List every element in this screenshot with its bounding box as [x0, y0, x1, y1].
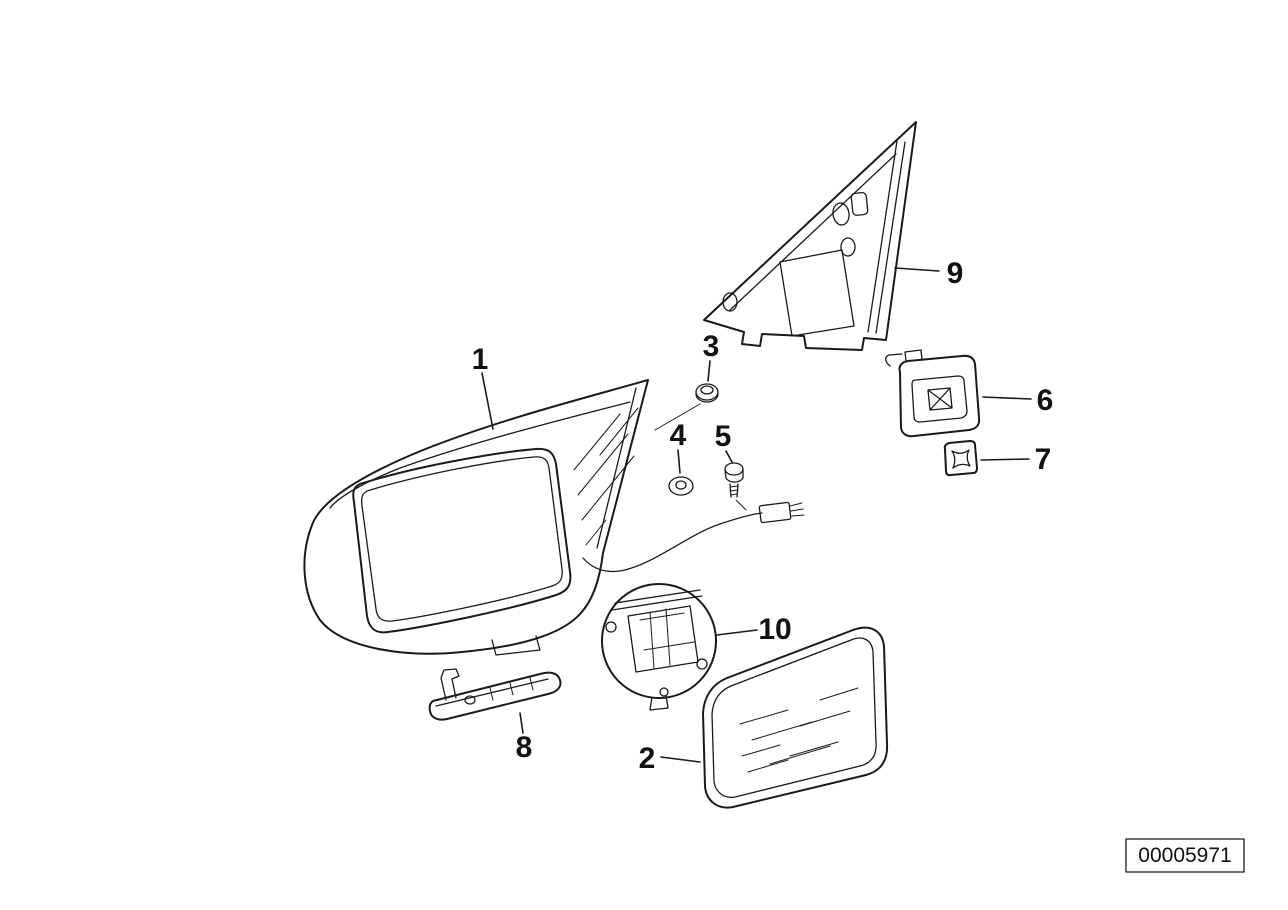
- screw-part: [724, 462, 747, 511]
- leader-line-1: [481, 372, 494, 430]
- cap-inner-spool: [951, 449, 971, 469]
- motor-bottom-tab: [649, 695, 669, 711]
- callout-2: 2: [639, 742, 701, 775]
- switch-knob: [927, 387, 953, 411]
- mirror-opening-frame-inner: [361, 456, 563, 622]
- cap-body: [943, 440, 978, 477]
- mirror-base-foot: [491, 635, 541, 656]
- screw-pointer-line: [735, 499, 747, 511]
- grommet-body: [695, 383, 719, 401]
- callout-10: 10: [716, 613, 792, 646]
- screw-threads: [729, 485, 739, 496]
- motor-screw-2: [696, 658, 708, 670]
- mirror-glass-part: [702, 626, 889, 809]
- leader-line-4: [677, 449, 681, 474]
- doc-number-box: [1125, 838, 1245, 873]
- doc-number-text: 00005971: [1138, 844, 1231, 867]
- leader-line-9: [894, 267, 940, 272]
- leader-line-8: [519, 712, 524, 734]
- switch-body: [898, 354, 981, 438]
- wire-connector: [758, 501, 792, 524]
- callout-label-7: 7: [1035, 443, 1052, 476]
- switch-top-tab: [904, 349, 923, 362]
- grommet-pointer-line: [654, 403, 701, 431]
- mirror-opening-frame-outer: [352, 447, 572, 634]
- washer-part: [668, 476, 694, 496]
- leader-line-5: [725, 450, 733, 463]
- motor-plate-ribs: [639, 608, 695, 669]
- mirror-housing-outline: [303, 379, 649, 655]
- callout-8: 8: [516, 712, 533, 764]
- motor-screw-3: [659, 687, 669, 697]
- bracket-inner-edge: [435, 678, 549, 707]
- callout-label-2: 2: [639, 742, 656, 775]
- grommet-hole: [700, 385, 714, 395]
- callout-4: 4: [670, 419, 687, 474]
- door-panel-inner-edge: [729, 153, 897, 311]
- switch-cap-part: [943, 440, 978, 477]
- glass-inner-edge: [711, 637, 877, 798]
- lower-bracket-part: [428, 668, 562, 721]
- bracket-ticks: [489, 677, 534, 701]
- leader-line-10: [716, 629, 758, 636]
- mirror-housing-part: [303, 379, 805, 656]
- callout-label-8: 8: [516, 731, 533, 764]
- glass-reflection-lines: [739, 687, 859, 773]
- callout-label-3: 3: [703, 330, 720, 363]
- bracket-hole: [464, 695, 476, 705]
- wire-connector-pins: [789, 502, 805, 517]
- grommet-part: [654, 383, 719, 431]
- mirror-motor-part: [601, 583, 717, 711]
- door-panel-hole-1: [722, 292, 738, 312]
- callout-label-1: 1: [472, 343, 489, 376]
- callout-label-4: 4: [670, 419, 687, 452]
- glass-outline: [702, 626, 889, 809]
- door-panel-slot: [850, 191, 869, 216]
- motor-top-chord-2: [614, 589, 701, 604]
- washer-hole: [675, 480, 687, 490]
- doc-number-block: 00005971: [1125, 838, 1245, 873]
- callout-7: 7: [980, 443, 1052, 476]
- motor-top-chord-1: [611, 595, 703, 611]
- callout-label-6: 6: [1037, 384, 1054, 417]
- door-panel-rib-1: [875, 141, 906, 334]
- leader-line-7: [980, 458, 1030, 461]
- door-panel-cutout: [779, 249, 855, 337]
- callout-3: 3: [703, 330, 720, 382]
- mirror-housing-top-ridge: [329, 401, 631, 509]
- leader-line-3: [707, 360, 711, 382]
- mirror-arm-inner-line: [596, 387, 637, 549]
- callout-6: 6: [982, 384, 1054, 417]
- callout-label-9: 9: [947, 257, 964, 290]
- motor-housing-circle: [601, 583, 717, 699]
- door-panel-hole-2: [832, 202, 850, 226]
- leader-line-2: [660, 756, 701, 763]
- door-panel-outline: [703, 121, 917, 351]
- callout-1: 1: [472, 343, 494, 430]
- washer-outer: [668, 476, 694, 496]
- door-triangle-panel-part: [703, 121, 917, 351]
- callout-5: 5: [715, 420, 733, 463]
- bracket-clip: [440, 668, 460, 701]
- mirror-switch-part: [885, 349, 981, 438]
- screw-head-side: [724, 469, 744, 483]
- switch-side-detail: [885, 353, 903, 367]
- switch-bezel: [911, 375, 968, 423]
- door-panel-hole-3: [840, 237, 856, 257]
- mirror-arm-hatching: [573, 407, 639, 546]
- callout-label-5: 5: [715, 420, 732, 453]
- callout-label-10: 10: [758, 613, 791, 646]
- mirror-harness-wire: [582, 512, 763, 573]
- leader-line-6: [982, 396, 1032, 400]
- grommet-base: [695, 393, 719, 403]
- callout-9: 9: [894, 257, 964, 290]
- bracket-strip: [428, 671, 562, 721]
- motor-screw-1: [605, 621, 617, 633]
- screw-head-top: [724, 462, 744, 476]
- door-panel-rib-2: [867, 140, 898, 333]
